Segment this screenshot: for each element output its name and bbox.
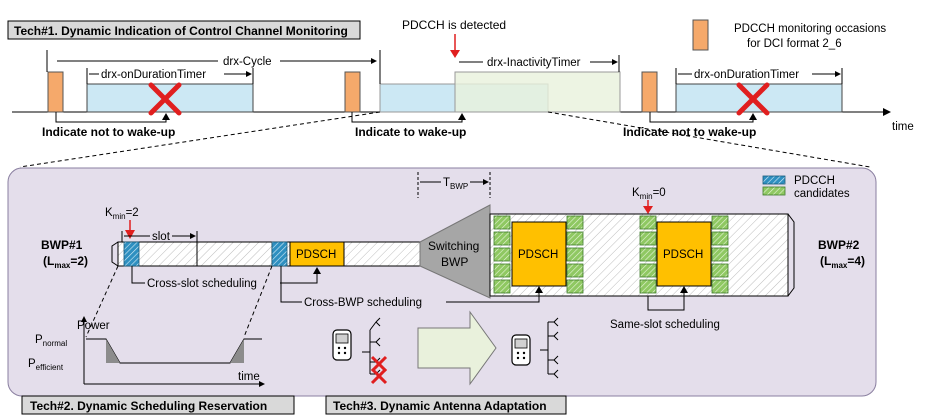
zoom-line-right: [547, 111, 871, 168]
bwp1-lmax: (Lmax=2): [43, 254, 88, 270]
power-time-label: time: [238, 371, 260, 383]
pdcch-candidate: [566, 279, 584, 294]
pdcch-candidate: [566, 263, 584, 278]
indicate-not-wakeup-1: Indicate not to wake-up: [42, 125, 175, 139]
pdcch-candidate: [639, 247, 657, 262]
pdcch-candidate: [566, 231, 584, 246]
bwp2-pdsch-1-label: PDSCH: [518, 249, 558, 261]
legend-pdcch-label: PDCCH: [794, 175, 835, 187]
inactivity-timer-box: [454, 71, 621, 113]
on-duration-box-1: [86, 83, 254, 113]
legend-monitoring-occasion-swatch: [692, 19, 709, 51]
pdcch-candidate: [639, 231, 657, 246]
p-normal-label: Pnormal: [35, 334, 67, 348]
pdcch-candidate: [566, 215, 584, 230]
legend-monitoring-line2: for DCI format 2_6: [747, 38, 842, 50]
on-duration-label-1: drx-onDurationTimer: [101, 69, 206, 81]
tech1-title: Tech#1. Dynamic Indication of Control Ch…: [14, 24, 348, 38]
pdcch-candidate: [493, 263, 511, 278]
legend-pdcch-swatch: [762, 175, 786, 185]
on-duration-label-3: drx-onDurationTimer: [694, 69, 799, 81]
legend-monitoring-line1: PDCCH monitoring occasions: [734, 23, 886, 35]
no-wakeup-x-2: [736, 82, 770, 116]
monitoring-occasion-3: [641, 71, 658, 113]
pdcch-candidate: [639, 215, 657, 230]
inactivity-timer-label: drx-InactivityTimer: [487, 57, 581, 69]
pdcch-candidate: [711, 279, 729, 294]
t-bwp-label: TBWP: [443, 177, 468, 191]
phone-icon-right: [511, 334, 531, 366]
bwp2-candidates-left: [493, 215, 584, 294]
pdcch-candidate: [711, 263, 729, 278]
pdcch-candidate: [493, 215, 511, 230]
tech2-title-box: [21, 395, 295, 415]
bwp2-pdsch-2-label: PDSCH: [663, 249, 703, 261]
cross-bwp-label: Cross-BWP scheduling: [304, 297, 422, 309]
monitoring-occasion-2: [344, 71, 361, 113]
zoom-line-left: [19, 111, 381, 168]
bwp1-name: BWP#1: [41, 238, 83, 252]
pdcch-detected-label: PDCCH is detected: [402, 18, 506, 32]
pdcch-candidate: [639, 279, 657, 294]
pdcch-detected-arrow-head: [450, 50, 460, 58]
power-ramp-up: [230, 339, 244, 363]
tech3-title-box: [325, 395, 567, 415]
switching-line2: BWP: [441, 255, 468, 269]
legend-candidates-swatch: [762, 186, 786, 196]
legend-candidates-label: candidates: [794, 188, 850, 200]
switching-line1: Switching: [428, 239, 479, 253]
drx-cycle-label: drx-Cycle: [223, 56, 272, 68]
tech3-title: Tech#3. Dynamic Antenna Adaptation: [333, 399, 547, 413]
pdcch-candidate: [493, 247, 511, 262]
switching-bwp-shape: [419, 204, 491, 299]
tech2-title: Tech#2. Dynamic Scheduling Reservation: [30, 399, 267, 413]
no-wakeup-x-1: [148, 82, 182, 116]
pdcch-candidate: [711, 247, 729, 262]
power-curve: [86, 338, 262, 364]
pdcch-candidate: [639, 263, 657, 278]
slot-label: slot: [152, 231, 171, 243]
tech1-title-box: [7, 20, 361, 40]
indicate-wakeup: Indicate to wake-up: [355, 125, 466, 139]
pdcch-candidate: [566, 247, 584, 262]
p-efficient-label: Pefficient: [28, 358, 64, 372]
phone-icon-left: [332, 329, 352, 361]
bwp2-candidates-right: [639, 215, 729, 294]
antenna-off-x: [370, 355, 388, 385]
pdcch-candidate: [711, 215, 729, 230]
same-slot-label: Same-slot scheduling: [610, 319, 720, 331]
power-ramp-down: [106, 339, 120, 363]
pdcch-candidate: [493, 279, 511, 294]
bwp2-name: BWP#2: [818, 238, 860, 252]
tech1-section: Tech#1. Dynamic Indication of Control Ch…: [7, 18, 914, 139]
bwp1-pdsch-label: PDSCH: [296, 249, 336, 261]
kmin0-arrow: [643, 206, 653, 214]
tech1-time-label: time: [892, 121, 914, 133]
bwp1-band: [117, 241, 421, 267]
bwp2-pdsch-2: [656, 221, 712, 287]
power-label: Power: [77, 320, 110, 332]
adaptation-arrow: [417, 310, 497, 386]
kmin0-label: Kmin=0: [632, 187, 666, 201]
power-zoom-line-right: [243, 265, 273, 338]
detail-section: PDCCH candidates TBWP Kmin=2 Kmin=0 slot…: [28, 172, 865, 387]
pdcch-candidate: [493, 231, 511, 246]
monitoring-occasion-1: [47, 71, 64, 113]
indicate-not-wakeup-2: Indicate not to wake-up: [623, 125, 756, 139]
bwp1-pdcch-1: [123, 241, 140, 267]
power-zoom-line-left: [85, 265, 119, 338]
antenna-array-right: [540, 317, 559, 379]
cross-slot-label: Cross-slot scheduling: [147, 278, 257, 290]
bwp1-pdcch-2: [271, 241, 288, 267]
pdcch-candidate: [711, 231, 729, 246]
bwp1-pdsch: [289, 241, 345, 267]
kmin2-label: Kmin=2: [105, 207, 139, 221]
kmin2-arrow: [125, 230, 135, 239]
bwp2-lmax: (Lmax=4): [820, 254, 865, 270]
